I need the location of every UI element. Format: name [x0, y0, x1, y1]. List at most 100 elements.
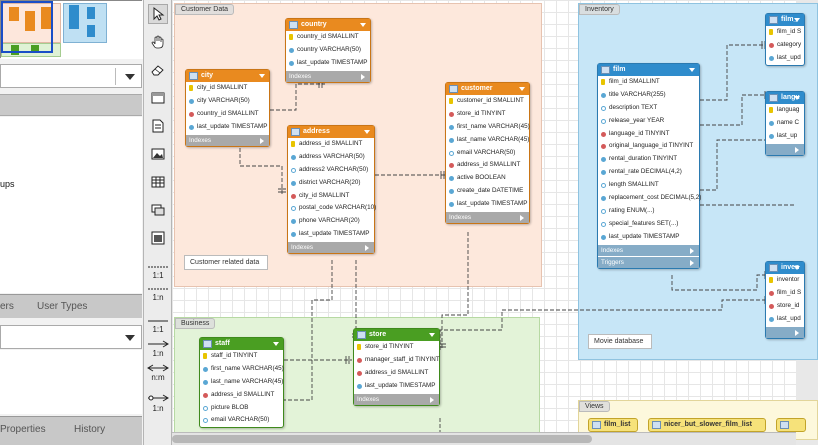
table-column[interactable]: category: [766, 39, 804, 52]
tab-layers[interactable]: ers: [0, 301, 14, 312]
table-section[interactable]: Triggers: [598, 255, 699, 268]
table-column[interactable]: first_name VARCHAR(45): [200, 363, 284, 376]
chevron-right-icon[interactable]: [520, 215, 524, 222]
tab-user-types[interactable]: User Types: [37, 301, 88, 312]
chevron-right-icon[interactable]: [795, 146, 799, 153]
chevron-right-icon[interactable]: [365, 245, 369, 252]
table-column[interactable]: address2 VARCHAR(50): [288, 164, 374, 177]
navigator-minimap[interactable]: [0, 0, 143, 59]
catalog-item-routine-groups[interactable]: ups: [0, 179, 15, 189]
table-header[interactable]: inven: [766, 262, 804, 274]
horizontal-scrollbar[interactable]: [172, 432, 796, 445]
chevron-right-icon[interactable]: [690, 247, 694, 254]
table-column[interactable]: store_id TINYINT: [354, 341, 439, 354]
table-column[interactable]: original_language_id TINYINT: [598, 140, 699, 153]
table-column[interactable]: languag: [766, 104, 804, 117]
table-section[interactable]: Indexes: [446, 211, 529, 224]
table-column[interactable]: country VARCHAR(50): [286, 44, 370, 57]
table-header[interactable]: langu: [766, 92, 804, 104]
table-column[interactable]: customer_id SMALLINT: [446, 95, 529, 108]
table-section[interactable]: [766, 325, 804, 338]
table-column[interactable]: staff_id TINYINT: [200, 350, 283, 363]
table-section[interactable]: Indexes: [186, 133, 269, 146]
eraser-tool-icon[interactable]: [148, 60, 168, 80]
table-column[interactable]: email VARCHAR(50): [446, 147, 529, 160]
note-tool-icon[interactable]: [148, 116, 168, 136]
table-column[interactable]: manager_staff_id TINYINT: [354, 354, 440, 367]
chevron-down-icon[interactable]: [519, 87, 525, 91]
table-column[interactable]: address_id SMALLINT: [288, 138, 374, 151]
table-column[interactable]: last_upd: [766, 52, 804, 65]
view-film-list[interactable]: film_list: [588, 418, 638, 432]
catalog-filter-dropdown[interactable]: [0, 64, 142, 88]
properties-object-dropdown[interactable]: [0, 325, 142, 349]
chevron-down-icon[interactable]: [429, 333, 435, 337]
table-column[interactable]: name C: [766, 117, 804, 130]
chevron-right-icon[interactable]: [795, 329, 799, 336]
scrollbar-thumb[interactable]: [172, 435, 592, 443]
table-column[interactable]: store_id: [766, 300, 804, 313]
table-column[interactable]: last_name VARCHAR(45): [200, 376, 283, 389]
table-column[interactable]: film_id S: [766, 287, 804, 300]
table-header[interactable]: country: [286, 19, 370, 31]
diagram-canvas[interactable]: Customer Data Business Inventory Views C…: [172, 0, 818, 440]
table-column[interactable]: replacement_cost DECIMAL(5,2): [598, 192, 701, 205]
chevron-down-icon[interactable]: [125, 335, 135, 341]
table-section[interactable]: Indexes: [286, 69, 370, 82]
relationship-1-n-identifying[interactable]: 1:n: [147, 340, 169, 358]
table-column[interactable]: last_update TIMESTAMP: [446, 198, 529, 211]
view-partial[interactable]: [776, 418, 806, 432]
table-column[interactable]: picture BLOB: [200, 402, 283, 415]
table-column[interactable]: city_id SMALLINT: [186, 82, 269, 95]
table-column[interactable]: last_update TIMESTAMP: [598, 231, 699, 244]
table-column[interactable]: postal_code VARCHAR(10): [288, 202, 376, 215]
table-column[interactable]: address_id SMALLINT: [446, 159, 529, 172]
catalog-tree[interactable]: ups: [0, 117, 142, 293]
table-tool-icon[interactable]: [148, 172, 168, 192]
relationship-n-m-identifying[interactable]: n:m: [147, 364, 169, 382]
chevron-down-icon[interactable]: [794, 96, 800, 100]
note-customer-related-data[interactable]: Customer related data: [184, 255, 268, 270]
table-column[interactable]: phone VARCHAR(20): [288, 215, 374, 228]
table-column[interactable]: last_name VARCHAR(45): [446, 134, 529, 147]
table-column[interactable]: district VARCHAR(20): [288, 177, 374, 190]
chevron-right-icon[interactable]: [690, 259, 694, 266]
table-column[interactable]: rating ENUM(...): [598, 205, 699, 218]
note-movie-database[interactable]: Movie database: [588, 334, 652, 349]
table-column[interactable]: film_id S: [766, 26, 804, 39]
table-section[interactable]: Indexes: [288, 241, 374, 254]
table-column[interactable]: active BOOLEAN: [446, 172, 529, 185]
table-header[interactable]: address: [288, 126, 374, 138]
view-tool-icon[interactable]: [148, 200, 168, 220]
table-column[interactable]: country_id SMALLINT: [186, 108, 269, 121]
table-header[interactable]: customer: [446, 83, 529, 95]
table-section[interactable]: [766, 142, 804, 155]
relationship-1-1-non-identifying[interactable]: 1:1: [147, 262, 169, 280]
layer-tool-icon[interactable]: [148, 88, 168, 108]
pointer-tool-icon[interactable]: [148, 4, 168, 24]
chevron-down-icon[interactable]: [794, 18, 800, 22]
table-header[interactable]: film_: [766, 14, 804, 26]
table-column[interactable]: city_id SMALLINT: [288, 190, 374, 203]
table-column[interactable]: address_id SMALLINT: [200, 389, 283, 402]
tab-history[interactable]: History: [74, 424, 106, 435]
chevron-down-icon[interactable]: [360, 23, 366, 27]
table-column[interactable]: last_update TIMESTAMP: [288, 228, 374, 241]
table-column[interactable]: rental_duration TINYINT: [598, 153, 699, 166]
relationship-1-1-identifying[interactable]: 1:1: [147, 316, 169, 334]
routine-group-tool-icon[interactable]: [148, 228, 168, 248]
chevron-down-icon[interactable]: [689, 68, 695, 72]
table-header[interactable]: city: [186, 70, 269, 82]
chevron-down-icon[interactable]: [259, 74, 265, 78]
table-column[interactable]: release_year YEAR: [598, 115, 699, 128]
chevron-right-icon[interactable]: [361, 73, 365, 80]
table-column[interactable]: last_upd: [766, 313, 804, 326]
table-column[interactable]: title VARCHAR(255): [598, 89, 699, 102]
table-column[interactable]: address VARCHAR(50): [288, 151, 374, 164]
